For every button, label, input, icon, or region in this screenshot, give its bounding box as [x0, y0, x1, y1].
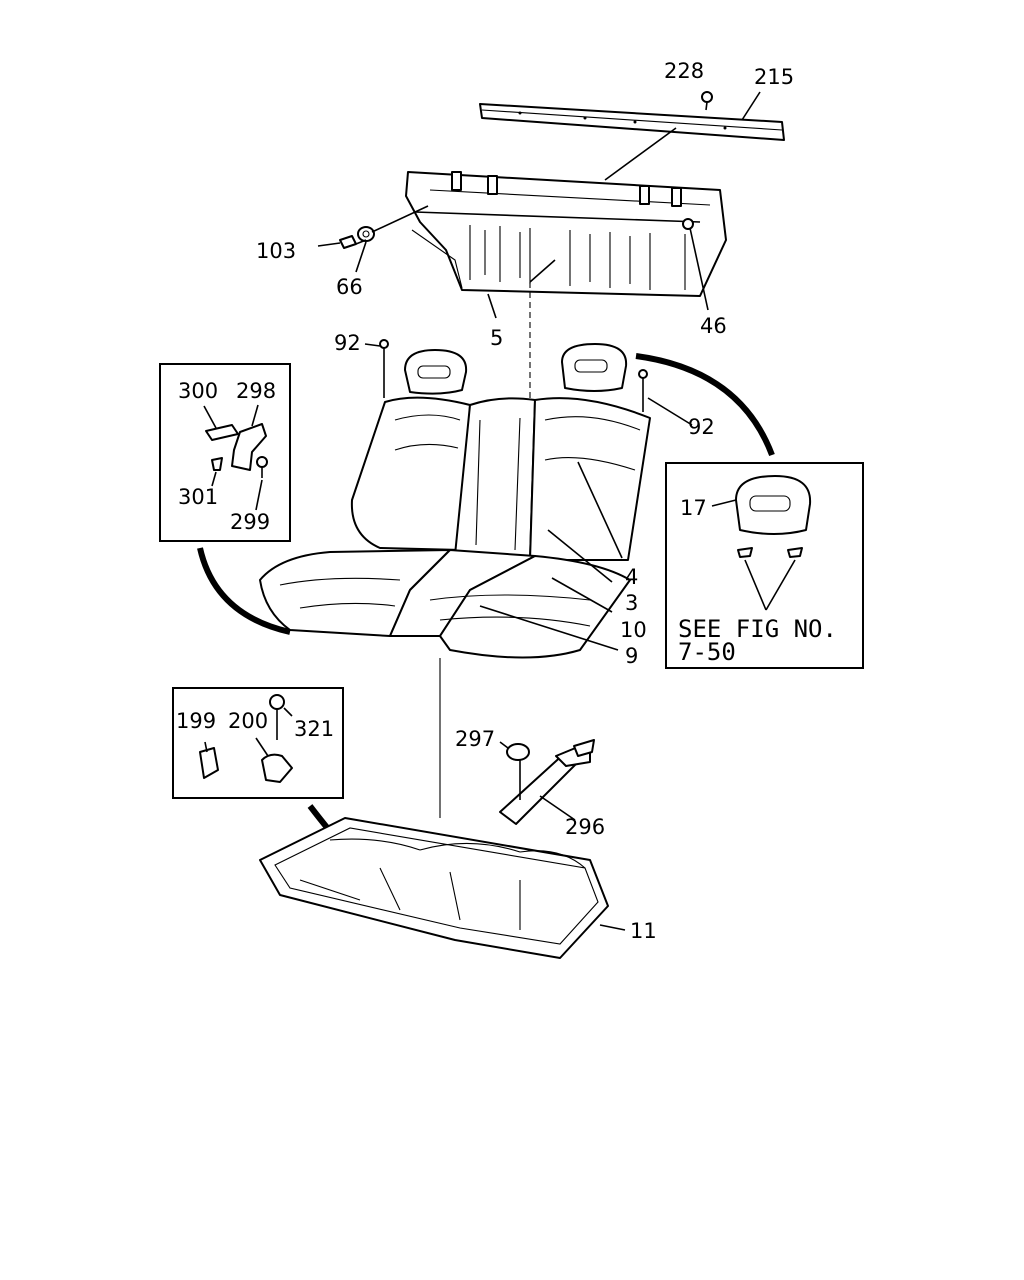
callout-3: 3	[625, 591, 638, 615]
detail-arc-right	[635, 353, 775, 457]
callout-5: 5	[490, 326, 503, 350]
callout-9: 9	[625, 644, 638, 668]
callout-199: 199	[176, 709, 216, 733]
detail-box-clips	[172, 687, 344, 799]
callout-103: 103	[256, 239, 296, 263]
callout-66: 66	[336, 275, 363, 299]
callout-296: 296	[565, 815, 605, 839]
callout-4: 4	[625, 565, 638, 589]
screw-part-103	[317, 235, 357, 249]
trim-strip-part-215	[479, 103, 785, 141]
plate-part-300	[205, 424, 239, 441]
pin-part-321	[269, 694, 285, 740]
bolt-part-228	[701, 91, 713, 111]
latch-part-298	[231, 423, 267, 471]
callout-299: 299	[230, 510, 270, 534]
callout-200: 200	[228, 709, 268, 733]
callout-92-left: 92	[334, 331, 361, 355]
headrest-part-17	[735, 475, 812, 558]
bolt-part-46	[682, 218, 694, 230]
callout-228: 228	[664, 59, 704, 83]
callout-215: 215	[754, 65, 794, 89]
callout-298: 298	[236, 379, 276, 403]
callout-10: 10	[620, 618, 647, 642]
detail-box-latch	[159, 363, 291, 542]
callout-46: 46	[700, 314, 727, 338]
reference-note-line1: SEE FIG NO.	[678, 615, 837, 643]
reference-note-line2: 7-50	[678, 638, 736, 666]
callout-300: 300	[178, 379, 218, 403]
bolt-part-92-right	[638, 369, 648, 412]
detail-arc-left	[197, 547, 291, 635]
clip-part-199	[199, 747, 219, 779]
rear-seat-assembly	[259, 343, 651, 659]
callout-297: 297	[455, 727, 495, 751]
detail-box-headrest	[665, 462, 864, 669]
seat-frame-part-11	[259, 817, 609, 959]
callout-301: 301	[178, 485, 218, 509]
callout-92-right: 92	[688, 415, 715, 439]
washer-part-66	[357, 226, 375, 242]
callout-11: 11	[630, 919, 657, 943]
cap-part-297	[506, 743, 530, 761]
bolt-part-299	[256, 456, 268, 478]
callout-321: 321	[294, 717, 334, 741]
callout-17: 17	[680, 496, 707, 520]
clip-part-200	[261, 753, 293, 783]
bolt-part-92-left	[379, 339, 389, 398]
seat-belt-buckle-part-296	[499, 739, 595, 825]
screw-part-301	[211, 457, 223, 471]
seat-back-frame-part-5	[405, 171, 727, 297]
